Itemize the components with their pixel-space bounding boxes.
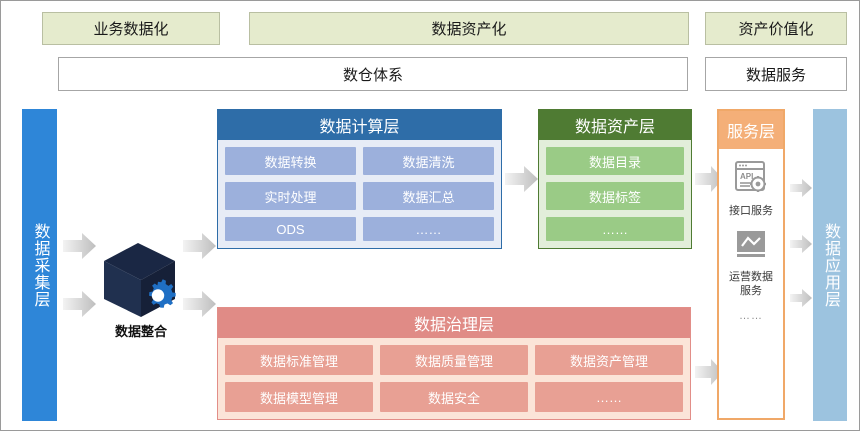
banner-data-assetization: 数据资产化 <box>249 12 689 45</box>
governance-item-5[interactable]: …… <box>535 382 683 412</box>
service-entry-api-label: 接口服务 <box>729 205 773 217</box>
compute-item-1[interactable]: 数据清洗 <box>363 147 494 175</box>
left-column-label: 数据采集层 <box>31 222 49 308</box>
arrow-service-to-application-2 <box>790 235 812 253</box>
service-entry-operations-label: 运营数据 服务 <box>729 271 773 299</box>
banner-asset-valorization: 资产价值化 <box>705 12 847 45</box>
arrow-service-to-application-1 <box>790 179 812 197</box>
service-layer-entries: API 接口服务 <box>719 149 783 322</box>
arrow-collection-to-integration-bottom <box>63 291 96 317</box>
banner-label: 业务数据化 <box>93 21 169 38</box>
arrow-asset-to-service <box>695 166 723 192</box>
service-entry-operations[interactable]: 运营数据 服务 <box>729 229 773 299</box>
arrow-collection-to-integration-top <box>63 233 96 259</box>
arrow-governance-to-service <box>695 359 723 385</box>
panel-service-layer: 服务层 API <box>717 109 785 420</box>
compute-item-5[interactable]: …… <box>363 217 494 241</box>
monitor-chart-icon <box>733 229 769 266</box>
integration-label: 数据整合 <box>114 324 167 339</box>
banner-business-datafication: 业务数据化 <box>42 12 220 45</box>
governance-item-0[interactable]: 数据标准管理 <box>225 345 373 375</box>
service-layer-title: 服务层 <box>719 111 783 149</box>
asset-layer-items: 数据目录 数据标签 …… <box>539 140 691 248</box>
operations-label-line1: 运营数据 <box>729 270 773 283</box>
governance-item-3[interactable]: 数据模型管理 <box>225 382 373 412</box>
arrow-service-to-application-3 <box>790 289 812 307</box>
arrow-integration-to-governance <box>183 291 216 317</box>
right-column-label: 数据应用层 <box>821 222 839 308</box>
governance-layer-items: 数据标准管理 数据质量管理 数据资产管理 数据模型管理 数据安全 …… <box>218 338 690 419</box>
subbanner-data-service: 数据服务 <box>705 57 847 91</box>
panel-asset-layer: 数据资产层 数据目录 数据标签 …… <box>538 109 692 249</box>
compute-item-0[interactable]: 数据转换 <box>225 147 356 175</box>
asset-item-2[interactable]: …… <box>546 217 684 241</box>
governance-item-2[interactable]: 数据资产管理 <box>535 345 683 375</box>
banner-label: 数据资产化 <box>431 21 507 38</box>
subbanner-label: 数仓体系 <box>342 66 403 84</box>
service-entry-api[interactable]: API 接口服务 <box>729 159 773 219</box>
subbanner-warehouse-system: 数仓体系 <box>58 57 688 91</box>
left-column-data-collection: 数据采集层 <box>22 109 57 421</box>
arrow-integration-to-compute <box>183 233 216 259</box>
panel-governance-layer: 数据治理层 数据标准管理 数据质量管理 数据资产管理 数据模型管理 数据安全 …… <box>217 307 691 420</box>
compute-layer-items: 数据转换 数据清洗 实时处理 数据汇总 ODS …… <box>218 140 501 248</box>
panel-compute-layer: 数据计算层 数据转换 数据清洗 实时处理 数据汇总 ODS …… <box>217 109 502 249</box>
compute-item-2[interactable]: 实时处理 <box>225 182 356 210</box>
banner-label: 资产价值化 <box>738 21 814 38</box>
svg-text:API: API <box>740 172 753 181</box>
asset-item-1[interactable]: 数据标签 <box>546 182 684 210</box>
cube-gear-icon <box>96 233 186 319</box>
arrow-compute-to-asset <box>505 166 538 192</box>
right-column-data-application: 数据应用层 <box>813 109 847 421</box>
compute-item-4[interactable]: ODS <box>225 217 356 241</box>
compute-layer-title: 数据计算层 <box>218 110 501 140</box>
compute-item-3[interactable]: 数据汇总 <box>363 182 494 210</box>
api-window-gear-icon: API <box>733 159 769 200</box>
asset-layer-title: 数据资产层 <box>539 110 691 140</box>
governance-item-4[interactable]: 数据安全 <box>380 382 528 412</box>
governance-layer-title: 数据治理层 <box>218 308 690 338</box>
asset-item-0[interactable]: 数据目录 <box>546 147 684 175</box>
governance-item-1[interactable]: 数据质量管理 <box>380 345 528 375</box>
service-layer-more: …… <box>739 310 763 323</box>
operations-label-line2: 服务 <box>740 284 762 297</box>
subbanner-label: 数据服务 <box>745 66 806 84</box>
